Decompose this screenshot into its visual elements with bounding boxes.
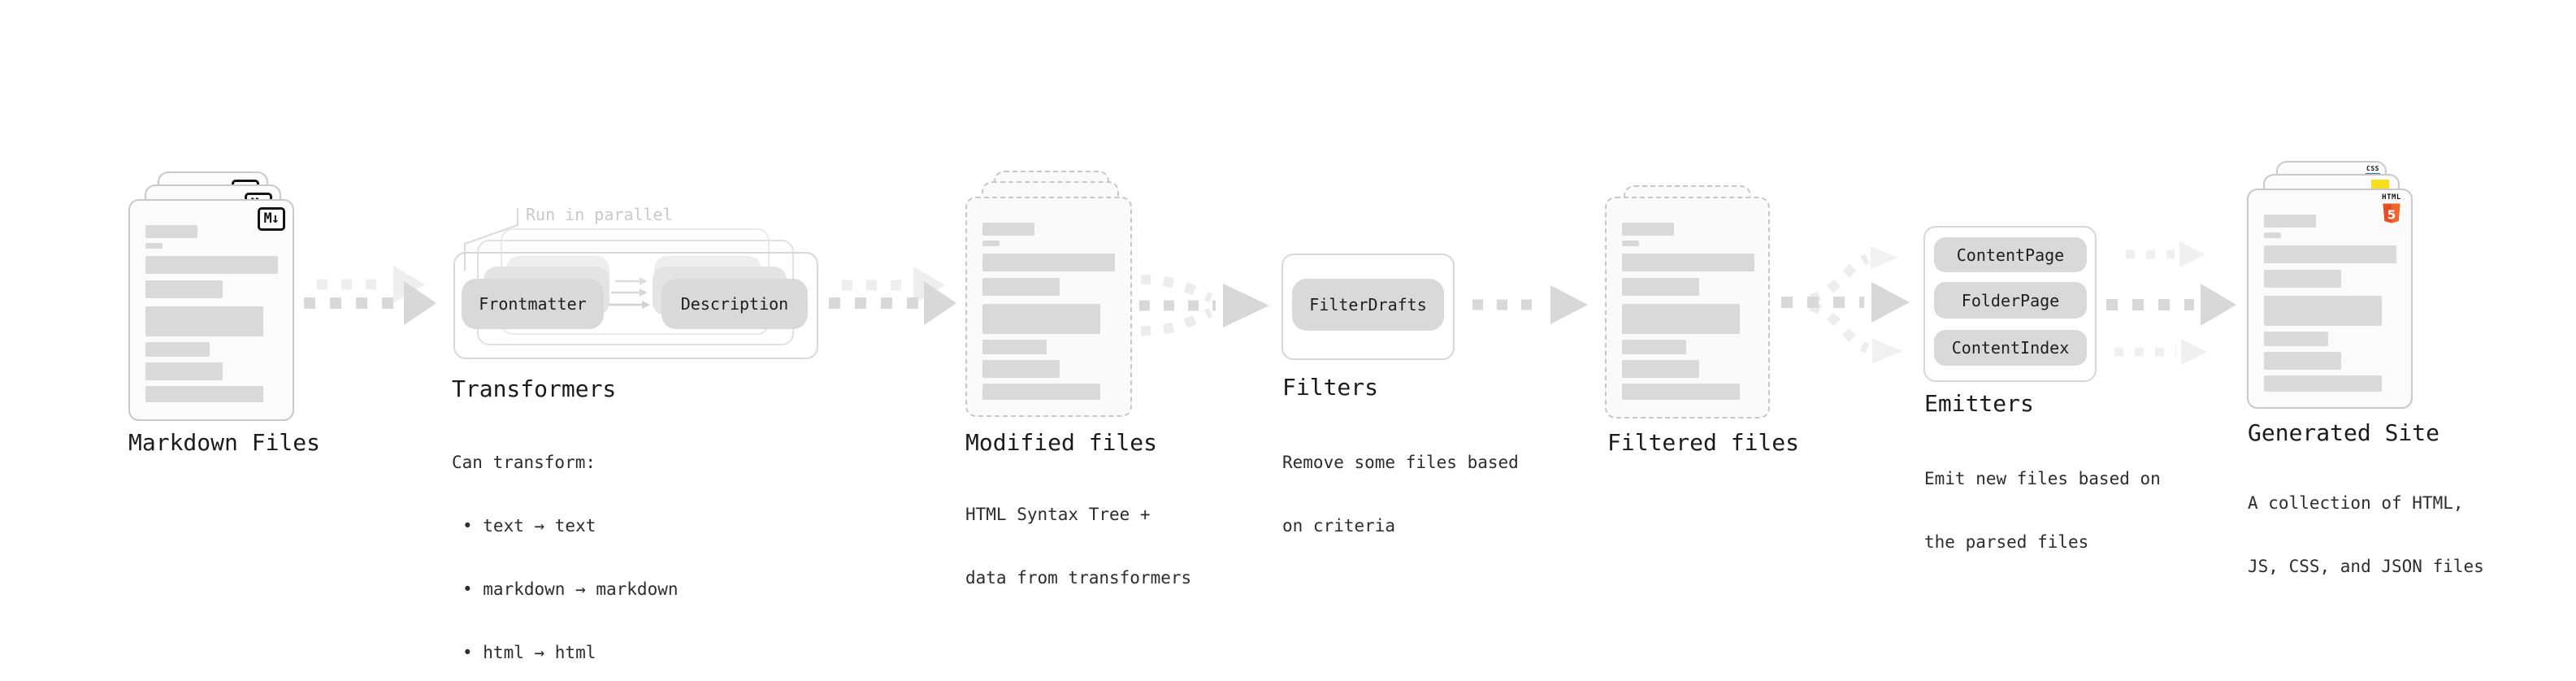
doc-bar bbox=[1622, 384, 1740, 400]
generated-site-label: Generated Site bbox=[2248, 419, 2440, 446]
arrow-modified-to-filters bbox=[1139, 275, 1269, 336]
filters-description-line: on criteria bbox=[1282, 516, 1396, 536]
js-icon bbox=[2371, 180, 2389, 189]
modified-files-description-line: HTML Syntax Tree + bbox=[965, 505, 1151, 524]
markdown-icon: M↓ bbox=[257, 207, 285, 231]
pill-description: Description bbox=[661, 279, 808, 329]
transformers-bullet: • markdown → markdown bbox=[462, 579, 679, 599]
doc-bar bbox=[982, 278, 1060, 296]
arrow-markdown-to-transformers bbox=[304, 266, 436, 325]
arrow-filtered-to-emitters bbox=[1781, 246, 1910, 363]
html5-icon: HTML 5 bbox=[2381, 194, 2402, 224]
pill-contentpage: ContentPage bbox=[1934, 237, 2087, 272]
doc-bar bbox=[145, 362, 223, 380]
modified-files-label: Modified files bbox=[965, 429, 1158, 456]
doc-bar bbox=[1622, 340, 1686, 354]
doc-bar bbox=[1622, 254, 1754, 271]
doc-bar bbox=[2264, 245, 2396, 263]
transformers-label: Transformers bbox=[452, 375, 617, 402]
doc-bar bbox=[145, 306, 263, 336]
svg-text:5: 5 bbox=[2387, 207, 2396, 222]
modified-files-description-line: data from transformers bbox=[965, 568, 1192, 588]
doc-bar bbox=[145, 280, 223, 298]
generated-site-description-line: JS, CSS, and JSON files bbox=[2248, 557, 2484, 576]
emitters-description-line: Emit new files based on bbox=[1924, 469, 2161, 488]
pill-frontmatter: Frontmatter bbox=[462, 279, 604, 329]
arrow-emitters-to-generated bbox=[2106, 241, 2236, 365]
emitters-description-line: the parsed files bbox=[1924, 532, 2089, 552]
filters-label: Filters bbox=[1282, 374, 1379, 401]
doc-bar bbox=[1622, 241, 1639, 246]
transformers-description-title: Can transform: bbox=[452, 453, 596, 472]
transformers-bullet: • text → text bbox=[462, 516, 596, 536]
transformers-box-front bbox=[453, 252, 818, 359]
filters-description-line: Remove some files based bbox=[1282, 453, 1519, 472]
doc-bar bbox=[2264, 352, 2341, 370]
arrow-filters-to-filtered bbox=[1472, 285, 1588, 324]
filtered-files-label: Filtered files bbox=[1607, 429, 1800, 456]
run-in-parallel-callout: Run in parallel bbox=[526, 205, 673, 224]
doc-bar bbox=[145, 386, 263, 402]
doc-bar bbox=[2264, 270, 2341, 288]
doc-bar bbox=[1622, 304, 1740, 334]
modified-doc-front bbox=[965, 197, 1132, 417]
markdown-doc-front: M↓ bbox=[128, 199, 294, 421]
doc-bar bbox=[982, 360, 1060, 378]
doc-bar bbox=[982, 384, 1100, 400]
transformers-bullet: • html → html bbox=[462, 643, 596, 662]
doc-bar bbox=[145, 225, 197, 238]
doc-bar bbox=[982, 223, 1034, 236]
doc-bar bbox=[982, 241, 1000, 246]
transformer-parallel-arrows bbox=[606, 277, 650, 309]
doc-bar bbox=[2264, 296, 2382, 326]
doc-bar bbox=[982, 340, 1047, 354]
doc-bar bbox=[982, 304, 1100, 334]
filters-description: Remove some files based on criteria bbox=[1282, 410, 1519, 579]
doc-bar bbox=[1622, 223, 1674, 236]
markdown-files-label: Markdown Files bbox=[128, 429, 321, 456]
doc-bar bbox=[145, 342, 210, 357]
generated-site-description-line: A collection of HTML, bbox=[2248, 493, 2464, 513]
doc-bar bbox=[1622, 278, 1699, 296]
doc-bar bbox=[982, 254, 1115, 271]
html5-shield: 5 bbox=[2383, 203, 2400, 223]
transformers-description: Can transform: • text → text • markdown … bbox=[452, 410, 679, 681]
emitters-description: Emit new files based on the parsed files bbox=[1924, 426, 2161, 595]
doc-bar bbox=[2264, 215, 2316, 228]
pill-contentindex: ContentIndex bbox=[1934, 330, 2087, 366]
arrow-transformers-to-modified bbox=[829, 267, 956, 325]
filtered-doc-front bbox=[1605, 197, 1770, 419]
doc-bar bbox=[145, 256, 278, 274]
pill-folderpage: FolderPage bbox=[1934, 282, 2087, 319]
generated-doc-front: HTML 5 bbox=[2247, 189, 2413, 409]
doc-bar bbox=[2264, 232, 2281, 238]
doc-bar bbox=[145, 243, 163, 249]
emitters-label: Emitters bbox=[1924, 390, 2034, 417]
pill-filterdrafts: FilterDrafts bbox=[1292, 279, 1444, 331]
doc-bar bbox=[1622, 360, 1699, 378]
doc-bar bbox=[2264, 332, 2328, 346]
modified-files-description: HTML Syntax Tree + data from transformer… bbox=[965, 462, 1191, 631]
generated-site-description: A collection of HTML, JS, CSS, and JSON … bbox=[2248, 450, 2484, 619]
doc-bar bbox=[2264, 375, 2382, 392]
